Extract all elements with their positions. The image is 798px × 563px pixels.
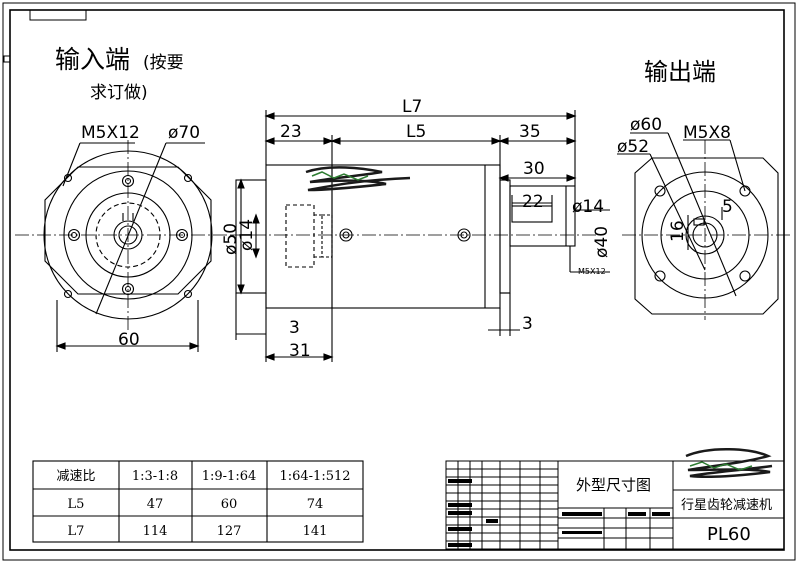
output-pcd-52: ø52 bbox=[617, 137, 649, 157]
input-length: 23 bbox=[280, 122, 302, 142]
input-end-view bbox=[15, 140, 230, 352]
thread-spec: M5X12 bbox=[578, 267, 606, 276]
ratio-cell: 127 bbox=[217, 524, 242, 539]
product-name: 行星齿轮减速机 bbox=[681, 498, 772, 513]
key-length: 22 bbox=[522, 192, 544, 212]
output-bolt-spec: M5X8 bbox=[683, 123, 731, 143]
ratio-header-0: 减速比 bbox=[56, 469, 95, 484]
ratio-header-3: 1:64-1:512 bbox=[279, 469, 350, 484]
model-number: PL60 bbox=[707, 524, 751, 545]
key-width: 5 bbox=[722, 197, 733, 217]
input-end-title: 输入端 bbox=[55, 45, 130, 74]
output-end-title: 输出端 bbox=[644, 58, 716, 86]
input-pcd: ø70 bbox=[168, 123, 200, 143]
flange-31: 31 bbox=[289, 341, 311, 361]
ratio-row-label-l5: L5 bbox=[68, 497, 85, 512]
output-end-view bbox=[617, 132, 790, 320]
ratio-header-2: 1:9-1:64 bbox=[202, 469, 257, 484]
ratio-row-label-l7: L7 bbox=[68, 524, 85, 539]
ratio-cell: 74 bbox=[307, 497, 324, 512]
redaction-scribble-title bbox=[685, 448, 773, 479]
input-end-note-1: (按要 bbox=[143, 53, 184, 73]
drawing-name: 外型尺寸图 bbox=[576, 476, 651, 494]
overall-length: L7 bbox=[402, 97, 422, 117]
input-end-note-2: 求订做) bbox=[90, 83, 148, 103]
ratio-table bbox=[32, 460, 364, 543]
spigot-dia: ø40 bbox=[592, 226, 612, 258]
ratio-header-1: 1:3-1:8 bbox=[132, 469, 178, 484]
input-width: 60 bbox=[118, 330, 140, 350]
ratio-cell: 47 bbox=[147, 497, 164, 512]
gap-left: 3 bbox=[289, 318, 300, 338]
gap-right: 3 bbox=[522, 314, 533, 334]
shaft-dia: ø14 bbox=[572, 197, 604, 217]
output-pcd-60: ø60 bbox=[630, 115, 662, 135]
key-height: 16 bbox=[668, 220, 688, 242]
flange-dia: ø50 bbox=[221, 223, 241, 255]
side-view bbox=[230, 110, 610, 362]
ratio-cell: 60 bbox=[221, 497, 238, 512]
shaft-30: 30 bbox=[523, 159, 545, 179]
body-length: L5 bbox=[406, 122, 426, 142]
redaction-scribble-side bbox=[305, 166, 411, 192]
input-bolt-spec: M5X12 bbox=[81, 123, 140, 143]
shaft-length: 35 bbox=[519, 122, 541, 142]
title-block-fills bbox=[448, 479, 670, 547]
ratio-cell: 141 bbox=[303, 524, 328, 539]
input-end-label: 输入端 (按要 求订做) bbox=[55, 45, 184, 103]
bore-dia: ø14 bbox=[237, 219, 257, 251]
ratio-cell: 114 bbox=[143, 524, 168, 539]
ratio-table-text: 减速比 1:3-1:8 1:9-1:64 1:64-1:512 L5 47 60… bbox=[56, 469, 350, 539]
